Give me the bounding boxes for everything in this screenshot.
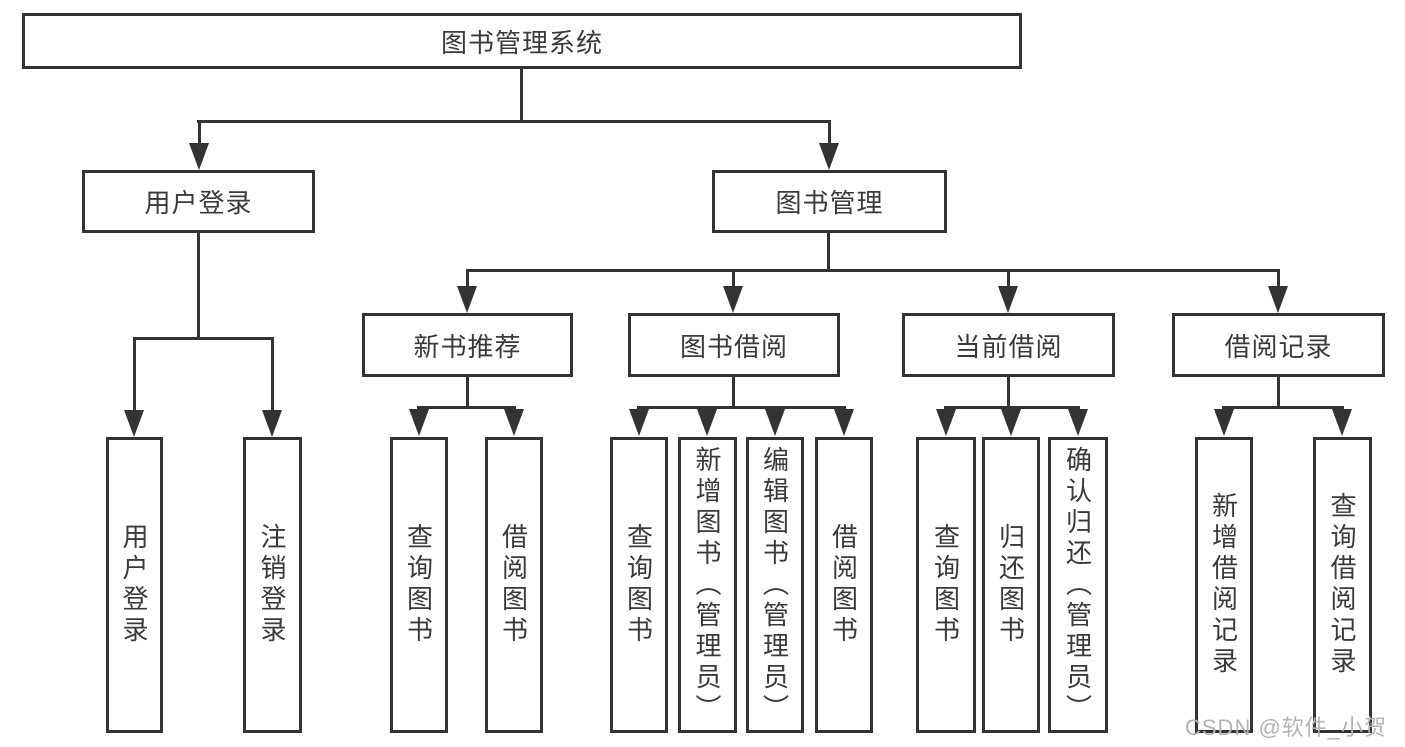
leaf-query-books: 查询图书 [390, 437, 448, 733]
node-label: 新书推荐 [413, 331, 522, 362]
node-label: 查询图书 [930, 523, 961, 647]
connector-level2-bus [197, 120, 831, 123]
arrow-down-icon [409, 409, 429, 436]
connector-bus [944, 406, 1080, 409]
node-label: 用户登录 [144, 188, 253, 218]
leaf-edit-books-admin: 编辑图书（管理员） [746, 437, 804, 733]
arrow-down-icon [723, 286, 743, 313]
connector-stem [732, 377, 735, 406]
leaf-logout: 注销登录 [243, 437, 302, 733]
node-book-management: 图书管理 [712, 170, 947, 233]
node-label: 用户登录 [119, 523, 149, 647]
node-label: 图书借阅 [679, 331, 788, 362]
arrow-down-icon [998, 286, 1018, 313]
connector-bus [637, 406, 846, 409]
leaf-borrow-books: 借阅图书 [815, 437, 873, 733]
connector-user-login-bus [133, 337, 274, 340]
arrow-down-icon [504, 409, 524, 436]
node-label: 当前借阅 [954, 331, 1063, 362]
node-book-borrowing: 图书借阅 [628, 313, 840, 377]
arrow-down-icon [819, 143, 839, 170]
leaf-borrow-books: 借阅图书 [485, 437, 543, 733]
node-borrowing-records: 借阅记录 [1172, 313, 1385, 377]
connector-drop [732, 272, 735, 287]
node-label: 图书管理 [775, 188, 884, 218]
arrow-down-icon [1068, 409, 1088, 436]
node-label: 借阅图书 [828, 523, 859, 647]
leaf-query-borrow-record: 查询借阅记录 [1313, 437, 1372, 733]
node-label: 新增借阅记录 [1208, 492, 1239, 678]
connector-stem [1277, 377, 1280, 406]
arrow-down-icon [1001, 409, 1021, 436]
node-label: 注销登录 [257, 523, 287, 647]
connector-drop [1007, 272, 1010, 287]
arrow-down-icon [936, 409, 956, 436]
leaf-user-login: 用户登录 [106, 437, 163, 733]
leaf-confirm-return-admin: 确认归还（管理员） [1048, 437, 1108, 733]
connector-user-login-stem [197, 233, 200, 337]
connector-book-mgmt-stem [827, 233, 830, 272]
arrow-down-icon [765, 409, 785, 436]
arrow-down-icon [1332, 409, 1352, 436]
node-label: 查询图书 [623, 523, 654, 647]
node-user-login: 用户登录 [82, 170, 315, 233]
arrow-down-icon [1268, 286, 1288, 313]
node-label: 借阅图书 [498, 523, 529, 647]
arrow-down-icon [834, 409, 854, 436]
connector-drop [133, 340, 136, 412]
node-label: 确认归还（管理员） [1062, 445, 1093, 725]
arrow-down-icon [629, 409, 649, 436]
connector-book-mgmt-drop [828, 123, 831, 145]
node-label: 查询图书 [403, 523, 434, 647]
node-new-book-recommend: 新书推荐 [362, 313, 573, 377]
leaf-query-books: 查询图书 [916, 437, 976, 733]
connector-bus [1222, 406, 1344, 409]
node-library-management-system: 图书管理系统 [22, 13, 1022, 69]
node-label: 编辑图书（管理员） [759, 445, 790, 725]
connector-drop [271, 340, 274, 412]
leaf-return-books: 归还图书 [982, 437, 1040, 733]
node-label: 查询借阅记录 [1327, 492, 1357, 678]
arrow-down-icon [262, 410, 282, 437]
node-label: 新增图书（管理员） [692, 445, 722, 725]
arrow-down-icon [697, 409, 717, 436]
arrow-down-icon [124, 410, 144, 437]
leaf-add-books-admin: 新增图书（管理员） [678, 437, 737, 733]
node-label: 图书管理系统 [440, 27, 603, 58]
leaf-query-books: 查询图书 [610, 437, 668, 733]
node-label: 归还图书 [995, 523, 1026, 647]
watermark: CSDN @软件_小贺同学 [1185, 715, 1388, 740]
node-current-borrowing: 当前借阅 [902, 313, 1115, 377]
connector-drop [1277, 272, 1280, 287]
connector-user-login-drop [198, 123, 201, 145]
arrow-down-icon [457, 286, 477, 313]
connector-drop [466, 272, 469, 287]
connector-root-stem [520, 69, 523, 120]
connector-bus [417, 406, 516, 409]
connector-stem [466, 377, 469, 406]
leaf-add-borrow-record: 新增借阅记录 [1195, 437, 1253, 733]
node-label: 借阅记录 [1224, 331, 1333, 362]
arrow-down-icon [189, 143, 209, 170]
arrow-down-icon [1214, 409, 1234, 436]
connector-stem [1007, 377, 1010, 406]
connector-level3-bus [466, 269, 1280, 272]
